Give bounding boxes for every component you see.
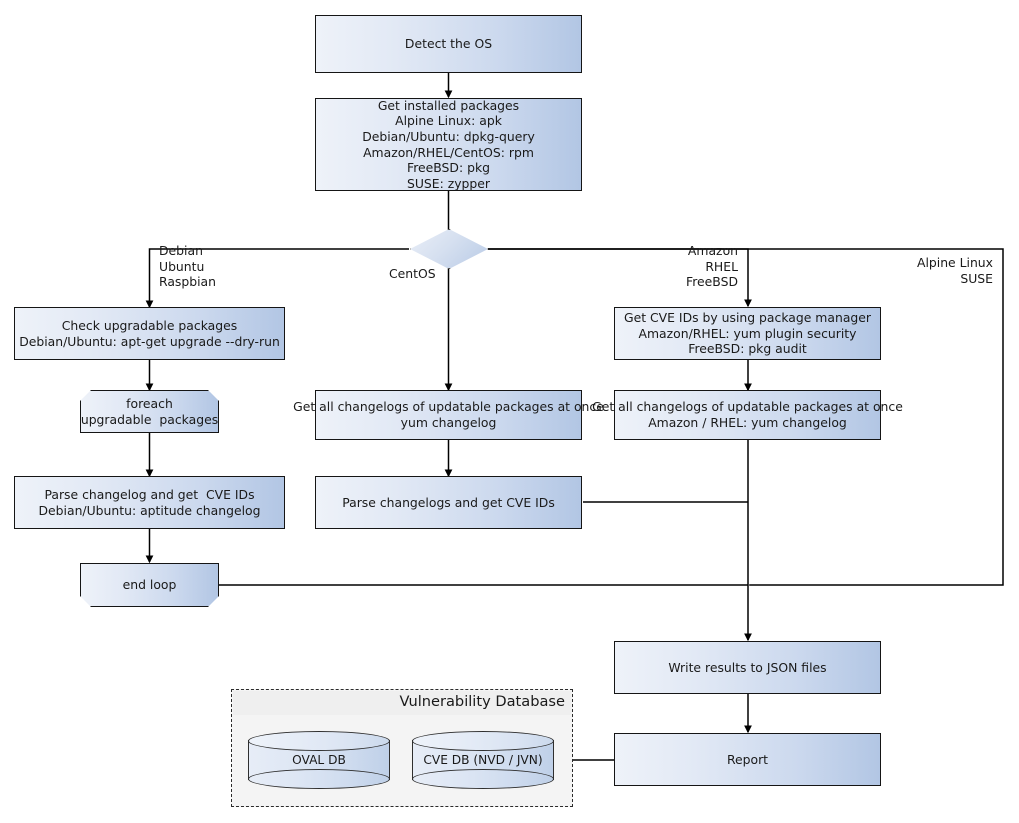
node-end-loop[interactable]: end loop [80, 563, 219, 607]
node-changelogs-amazon[interactable]: Get all changelogs of updatable packages… [592, 390, 903, 440]
node-parse-changelogs-centos-label: Parse changelogs and get CVE IDs [342, 494, 555, 510]
database-cylinder-oval-label: OVAL DB [292, 753, 346, 767]
node-foreach-loop-start[interactable]: foreach upgradable packages [80, 390, 219, 433]
cylinder-top-ellipse [248, 731, 390, 751]
node-get-installed-packages[interactable]: Get installed packages Alpine Linux: apk… [315, 98, 582, 191]
vulnerability-database-titlebar [233, 691, 571, 715]
node-check-upgradable-packages-label: Check upgradable packages Debian/Ubuntu:… [19, 317, 280, 349]
node-detect-os-label: Detect the OS [404, 36, 493, 52]
node-changelogs-centos[interactable]: Get all changelogs of updatable packages… [293, 390, 604, 440]
node-parse-changelogs-centos[interactable]: Parse changelogs and get CVE IDs [315, 476, 582, 529]
node-foreach-loop-start-label: foreach upgradable packages [80, 395, 219, 427]
node-changelogs-amazon-label: Get all changelogs of updatable packages… [592, 399, 903, 430]
node-detect-os[interactable]: Detect the OS [315, 15, 582, 73]
edge-label-debian-branch: Debian Ubuntu Raspbian [159, 243, 217, 290]
vulnerability-database-title: Vulnerability Database [399, 693, 565, 710]
database-cylinder-cve[interactable]: CVE DB (NVD / JVN) [412, 731, 554, 789]
database-cylinder-cve-label: CVE DB (NVD / JVN) [423, 753, 543, 767]
node-report[interactable]: Report [614, 733, 881, 786]
cylinder-top-ellipse [412, 731, 554, 751]
edge-label-centos-branch: CentOS [389, 266, 436, 281]
edge-label-alpine-branch: Alpine Linux SUSE [916, 255, 993, 286]
cylinder-bottom-ellipse [412, 769, 554, 789]
database-cylinder-oval[interactable]: OVAL DB [248, 731, 390, 789]
node-check-upgradable-packages[interactable]: Check upgradable packages Debian/Ubuntu:… [14, 307, 285, 360]
node-report-label: Report [726, 751, 769, 767]
node-write-results-json[interactable]: Write results to JSON files [614, 641, 881, 694]
node-parse-changelog-debian[interactable]: Parse changelog and get CVE IDs Debian/U… [14, 476, 285, 529]
node-write-results-json-label: Write results to JSON files [668, 659, 827, 675]
node-parse-changelog-debian-label: Parse changelog and get CVE IDs Debian/U… [38, 486, 261, 518]
edge-label-amazon-branch: Amazon RHEL FreeBSD [686, 243, 738, 290]
node-end-loop-label: end loop [122, 577, 177, 593]
node-changelogs-centos-label: Get all changelogs of updatable packages… [293, 399, 604, 430]
node-get-cve-ids-package-manager[interactable]: Get CVE IDs by using package manager Ama… [614, 307, 881, 360]
node-os-decision-diamond[interactable] [410, 229, 488, 269]
node-get-cve-ids-package-manager-label: Get CVE IDs by using package manager Ama… [624, 310, 871, 357]
node-get-installed-packages-label: Get installed packages Alpine Linux: apk… [362, 97, 535, 191]
cylinder-bottom-ellipse [248, 769, 390, 789]
